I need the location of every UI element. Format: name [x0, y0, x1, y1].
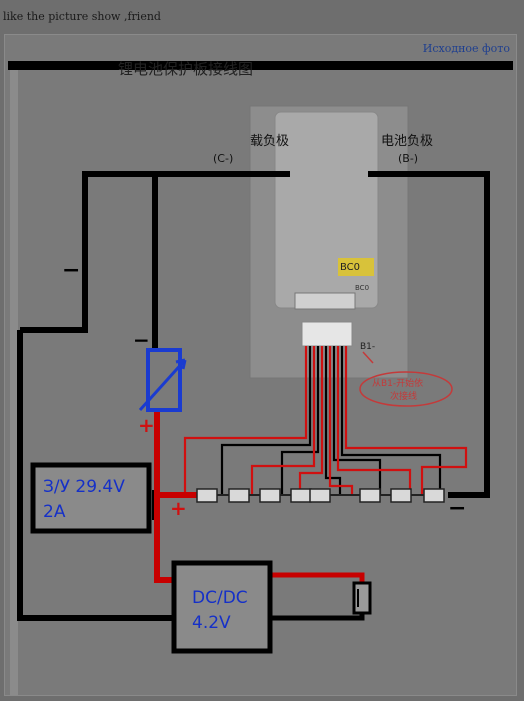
charger-plus: + [170, 496, 187, 520]
charger-line-1: З/У 29.4V [43, 477, 125, 497]
dcdc-line-1: DC/DC [192, 588, 248, 608]
bat-neg-label: 电池负极 [381, 134, 433, 149]
cell [359, 488, 381, 503]
ammeter-plus: + [138, 413, 155, 437]
dcdc-box [171, 560, 273, 654]
battery-minus: − [448, 495, 466, 521]
caption-text: like the picture show ,friend [3, 10, 161, 23]
bms-chip-text-1: BC0 [340, 262, 360, 273]
bms-connector [294, 292, 356, 310]
wire-minus: − [62, 257, 80, 283]
bms-b1-label: B1- [360, 342, 375, 352]
top-title: 锂电池保护板接线图 [118, 60, 253, 78]
load-neg-label: 载负极 [250, 134, 289, 149]
bms-board [274, 111, 379, 309]
note-line-1: 从B1-开始依 [372, 377, 423, 389]
dcdc-line-2: 4.2V [192, 613, 231, 633]
cell [259, 488, 281, 503]
note-arrow [362, 351, 374, 364]
ammeter-arrow [138, 358, 187, 412]
load-neg-code: (C-) [213, 152, 233, 165]
black-wires [17, 171, 490, 621]
cell [228, 488, 250, 503]
left-border [10, 70, 18, 695]
ammeter-symbol [146, 348, 182, 412]
top-bar [8, 61, 513, 70]
cell-row [196, 488, 445, 503]
dcdc-out-wire [270, 572, 365, 585]
charger-line-2: 2A [43, 502, 66, 522]
bms-chip-label [338, 258, 374, 276]
cell [423, 488, 445, 503]
bms-plug [301, 321, 353, 347]
balance-wires-red [183, 346, 468, 495]
dcdc-out-wire-black [270, 612, 365, 621]
note-line-2: 次接线 [390, 390, 417, 402]
bat-neg-code: (B-) [398, 152, 418, 165]
note-ellipse [359, 371, 453, 407]
load-component [352, 581, 372, 615]
bms-chip-text-2: BC0 [355, 284, 369, 292]
charge-wire-red [154, 410, 200, 583]
cell [196, 488, 218, 503]
cell [290, 488, 312, 503]
charger-box [30, 462, 152, 534]
ammeter-minus: − [133, 328, 150, 352]
original-photo-link[interactable]: Исходное фото [422, 42, 510, 55]
balance-wires-black [220, 346, 442, 495]
cell [309, 488, 331, 503]
cell [390, 488, 412, 503]
